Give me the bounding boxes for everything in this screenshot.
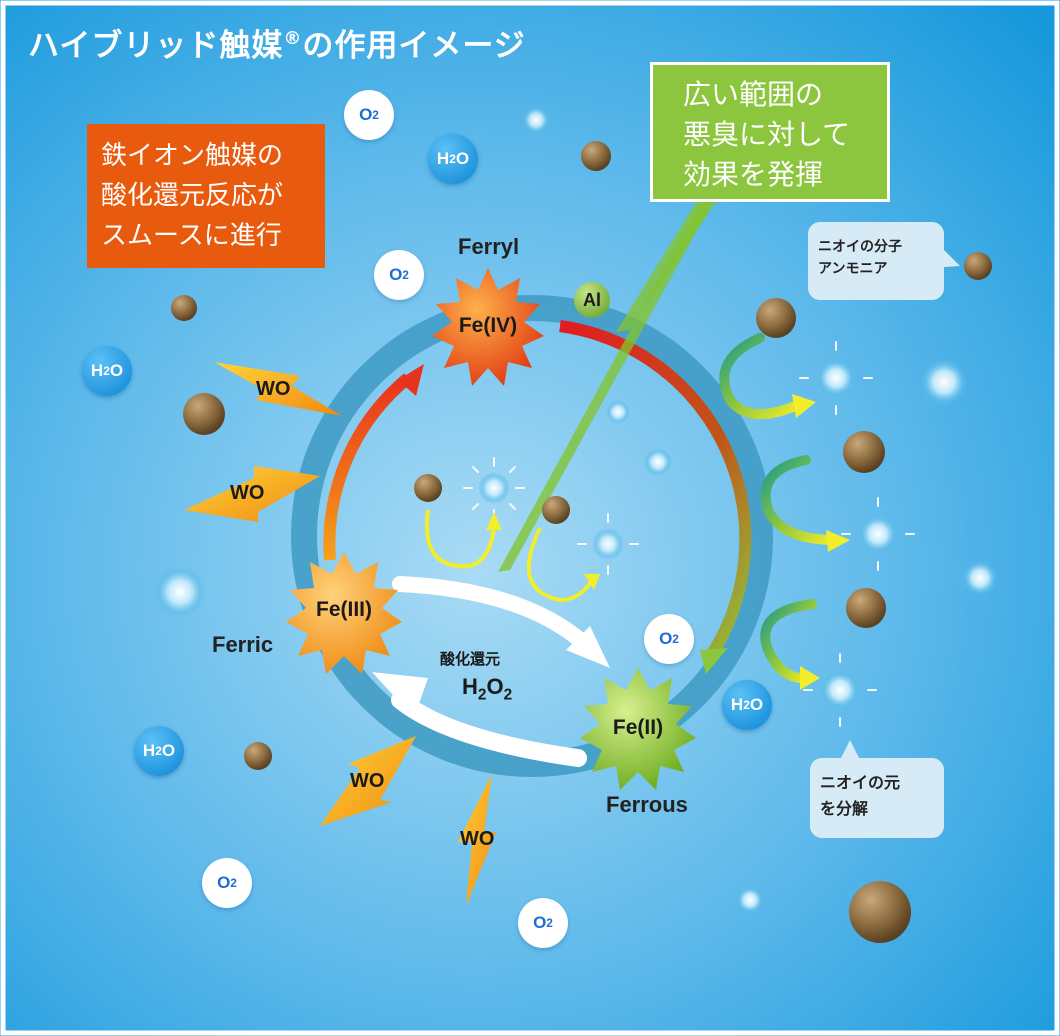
fe4-label: Fe(IV) — [458, 314, 518, 337]
aluminum-atom: Al — [574, 282, 610, 318]
decompose-callout: ニオイの元 を分解 — [810, 758, 944, 838]
effect-description-box: 広い範囲の 悪臭に対して 効果を発揮 — [650, 62, 890, 202]
wo-bolt-2 — [184, 466, 320, 522]
catalyst-line-3: スムースに進行 — [101, 221, 282, 251]
effect-line-3: 効果を発揮 — [683, 158, 824, 191]
title-main: ハイブリッド触媒 — [28, 28, 284, 64]
ferrous-label: Ferrous — [606, 792, 688, 817]
odor-molecule-line-1: ニオイの分子 — [818, 239, 902, 255]
h2o2-label: H2O2 — [462, 674, 513, 704]
wo-label-1: WO — [256, 378, 291, 400]
fe3-label: Fe(III) — [316, 598, 372, 621]
fe3-star — [286, 552, 402, 674]
page-title: ハイブリッド触媒®の作用イメージ — [28, 20, 526, 65]
wo-label-4: WO — [460, 828, 495, 850]
catalyst-line-2: 酸化還元反応が — [101, 181, 284, 211]
wo-bolt-3 — [320, 736, 416, 826]
redox-label: 酸化還元 — [440, 650, 501, 668]
ferric-label: Ferric — [212, 632, 274, 657]
odor-molecule-line-2: アンモニア — [818, 261, 888, 277]
ferryl-label: Ferryl — [458, 234, 520, 259]
effect-line-1: 広い範囲の — [683, 78, 824, 111]
fe2-star — [580, 668, 696, 790]
wo-label-2: WO — [230, 482, 265, 504]
wo-bolt-1 — [214, 362, 342, 416]
decompose-line-2: を分解 — [820, 799, 869, 818]
wo-bolt-4 — [458, 774, 496, 906]
decompose-line-1: ニオイの元 — [820, 773, 901, 792]
catalyst-description-box: 鉄イオン触媒の 酸化還元反応が スムースに進行 — [87, 124, 325, 268]
odor-molecule-callout: ニオイの分子 アンモニア — [808, 222, 944, 300]
catalyst-line-1: 鉄イオン触媒の — [101, 141, 284, 171]
title-suffix: の作用イメージ — [302, 28, 526, 64]
wo-label-3: WO — [350, 770, 385, 792]
registered-mark: ® — [283, 28, 303, 49]
effect-line-2: 悪臭に対して — [683, 118, 851, 151]
fe2-label: Fe(II) — [612, 716, 664, 739]
fe4-star — [432, 268, 544, 386]
